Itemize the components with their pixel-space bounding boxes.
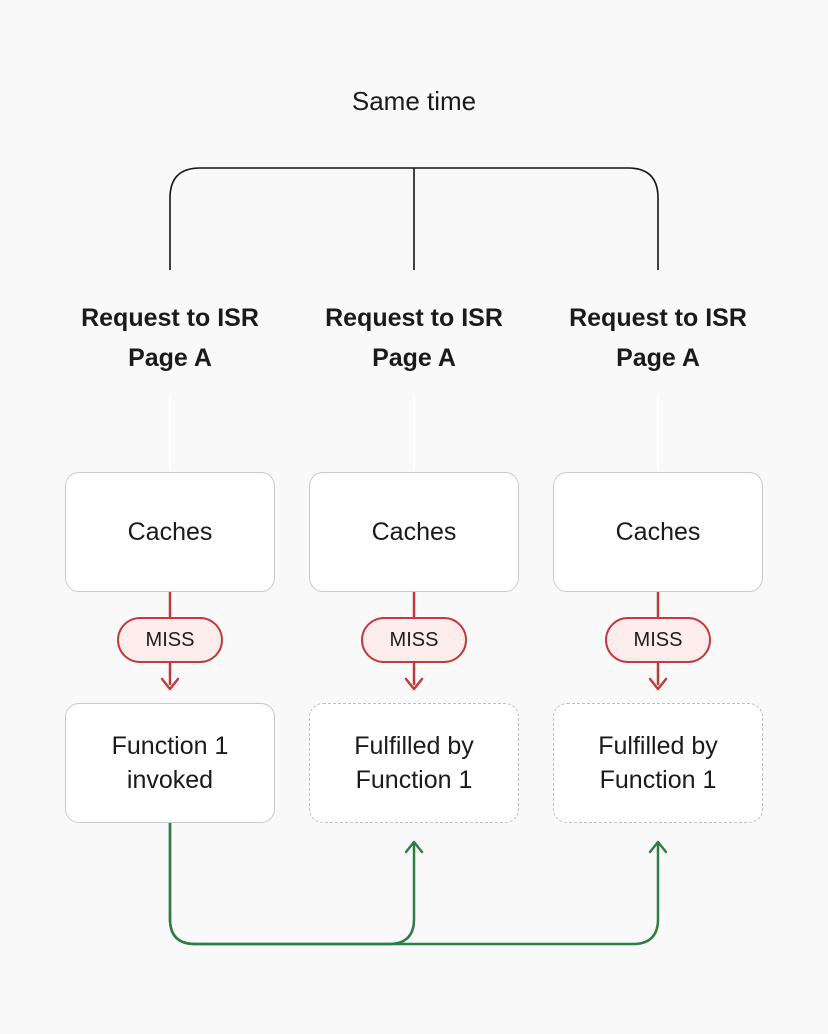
request-drop-lines <box>168 396 660 470</box>
cache-box-1-label: Caches <box>127 518 213 546</box>
request-label-2: Request to ISR Page A <box>325 304 503 372</box>
request-label-1: Request to ISR Page A <box>81 304 259 372</box>
result-box-2-label: Fulfilled by Function 1 <box>354 732 474 794</box>
cache-box-3-label: Caches <box>615 518 701 546</box>
same-time-bracket <box>169 167 659 270</box>
cache-box-2-label: Caches <box>371 518 457 546</box>
request-label-3: Request to ISR Page A <box>569 304 747 372</box>
fulfilled-arrows <box>168 821 668 946</box>
miss-badge-3: MISS <box>605 617 711 663</box>
miss-badge-1: MISS <box>117 617 223 663</box>
cache-box-1: Caches <box>65 472 275 592</box>
result-box-3-label: Fulfilled by Function 1 <box>598 732 718 794</box>
miss-badge-3-label: MISS <box>633 628 683 651</box>
cache-box-3: Caches <box>553 472 763 592</box>
diagram-title: Same time <box>351 86 477 116</box>
miss-badge-1-label: MISS <box>145 628 195 651</box>
result-box-3: Fulfilled by Function 1 <box>553 703 763 823</box>
cache-box-2: Caches <box>309 472 519 592</box>
miss-badge-2: MISS <box>361 617 467 663</box>
result-box-1: Function 1 invoked <box>65 703 275 823</box>
result-box-2: Fulfilled by Function 1 <box>309 703 519 823</box>
result-box-1-label: Function 1 invoked <box>111 732 229 794</box>
miss-badge-2-label: MISS <box>389 628 439 651</box>
